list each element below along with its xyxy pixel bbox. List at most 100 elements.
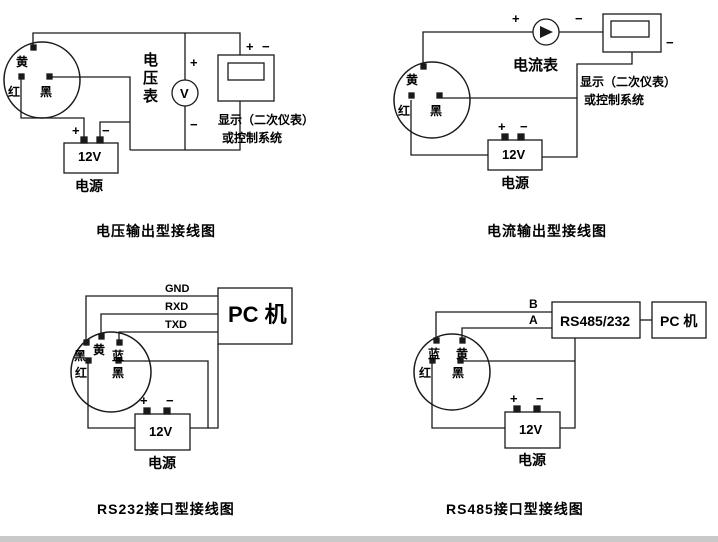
- voltage-terminal-red: [18, 73, 25, 80]
- rs485-power-terminal-plus: [513, 405, 521, 413]
- rs485-pc-box: [651, 301, 707, 339]
- voltage-power-plus-sign: +: [72, 123, 80, 138]
- voltage-display-note-line1: 显示（二次仪表）: [218, 113, 315, 127]
- current-power-value: 12V: [502, 147, 526, 162]
- rs232-wire-pc-ground: [208, 344, 219, 429]
- voltmeter-symbol: V: [180, 86, 189, 101]
- voltage-wire-power-minus: [99, 121, 130, 137]
- voltage-diagram-title: 电压输出型接线图: [96, 223, 216, 239]
- rs485-wire-red: [431, 363, 505, 429]
- rs485-pin-label-a: A: [529, 313, 538, 327]
- rs232-power-plus-sign: +: [140, 393, 148, 408]
- ammeter-circle: [532, 18, 560, 46]
- rs232-wire-label-black: 黑: [112, 366, 125, 380]
- voltage-wire-label-red: 红: [8, 85, 21, 99]
- rs485-power-terminal-minus: [533, 405, 541, 413]
- current-diagram-title: 电流输出型接线图: [487, 223, 607, 239]
- current-power-terminal-minus: [517, 133, 525, 141]
- current-display-note-line1: 显示（二次仪表）: [580, 75, 677, 89]
- rs485-sensor-body: [413, 333, 491, 411]
- rs232-pc-label: PC 机: [228, 302, 287, 327]
- rs232-power-minus-sign: −: [166, 393, 174, 408]
- current-power-box: [487, 139, 543, 171]
- voltage-power-terminal-plus: [80, 136, 88, 144]
- voltage-display-box: [217, 54, 275, 102]
- rs232-pin-label-rxd: RXD: [165, 301, 189, 313]
- current-wire-label-black: 黑: [430, 104, 443, 118]
- voltage-power-box: [63, 142, 119, 174]
- rs485-converter-box: [551, 301, 641, 339]
- rs485-converter-label: RS485/232: [560, 313, 631, 329]
- rs485-wire-return: [560, 338, 576, 429]
- ammeter-minus-sign: −: [575, 11, 583, 26]
- current-display-note-line2: 或控制系统: [584, 93, 645, 107]
- current-wire-signal: [422, 31, 533, 66]
- rs232-terminal-blue: [116, 339, 123, 346]
- voltage-display-plus-sign: +: [246, 39, 254, 54]
- rs232-wire-rxd: [100, 313, 218, 334]
- current-wire-red: [410, 100, 488, 156]
- rs232-pc-box: [217, 287, 293, 345]
- rs485-wire-b: [435, 311, 552, 340]
- voltage-power-terminal-minus: [96, 136, 104, 144]
- rs232-wire-red: [87, 363, 135, 429]
- current-terminal-black: [436, 92, 443, 99]
- voltage-display-note-line2: 或控制系统: [222, 131, 283, 145]
- voltage-wire-return: [130, 101, 241, 151]
- rs232-wire-label-blue: 蓝: [112, 349, 125, 363]
- voltage-wire-red: [20, 79, 85, 137]
- rs232-wire-txd: [118, 331, 218, 340]
- voltage-power-minus-sign: −: [102, 123, 110, 138]
- rs232-power-value: 12V: [149, 424, 173, 439]
- current-wire-label-red: 红: [398, 104, 411, 118]
- voltmeter-label: 电压表: [141, 52, 158, 106]
- rs485-wire-label-blue: 蓝: [428, 347, 441, 361]
- voltage-display-minus-sign: −: [262, 39, 270, 54]
- rs232-terminal-black-top: [83, 339, 90, 346]
- current-display-box: [602, 13, 662, 53]
- voltmeter-circle: [171, 79, 199, 107]
- rs485-diagram-title: RS485接口型接线图: [446, 501, 584, 517]
- rs485-pc-label: PC 机: [660, 313, 698, 329]
- voltage-wire-label-yellow: 黄: [16, 55, 29, 69]
- ammeter-arrow-icon: [540, 26, 553, 38]
- current-diagram-shapes: [393, 13, 662, 171]
- current-power-plus-sign: +: [498, 119, 506, 134]
- voltage-sensor-body: [3, 41, 81, 119]
- rs232-diagram-shapes: [70, 287, 293, 451]
- rs232-power-box: [134, 413, 191, 451]
- current-terminal-red: [408, 92, 415, 99]
- rs485-power-value: 12V: [519, 422, 543, 437]
- voltage-wire-signal: [32, 32, 241, 55]
- current-power-terminal-plus: [501, 133, 509, 141]
- rs232-wire-gnd: [85, 295, 218, 340]
- voltage-wire-black: [51, 76, 131, 150]
- current-wire-label-yellow: 黄: [406, 73, 419, 87]
- current-wire-return: [542, 52, 633, 158]
- voltage-power-label: 电源: [75, 178, 103, 194]
- rs232-pin-label-gnd: GND: [165, 283, 190, 295]
- rs232-power-terminal-plus: [143, 407, 151, 415]
- rs232-wire-label-red: 红: [75, 366, 88, 380]
- rs485-power-label: 电源: [518, 452, 546, 468]
- voltage-wire-label-black: 黑: [40, 85, 53, 99]
- scan-edge-strip: [0, 536, 718, 542]
- voltmeter-plus-sign: +: [190, 55, 198, 70]
- rs232-diagram-title: RS232接口型接线图: [97, 501, 235, 517]
- voltage-diagram-shapes: [3, 32, 275, 174]
- voltage-power-value: 12V: [78, 149, 102, 164]
- rs232-pin-label-txd: TXD: [165, 319, 187, 331]
- rs485-wire-label-red: 红: [419, 366, 432, 380]
- rs485-pin-label-b: B: [529, 297, 538, 311]
- voltage-display-screen: [227, 62, 265, 81]
- rs232-power-terminal-minus: [163, 407, 171, 415]
- voltmeter-minus-sign: −: [190, 117, 198, 132]
- rs232-terminal-yellow: [98, 333, 105, 340]
- rs485-power-box: [504, 411, 561, 449]
- rs485-power-minus-sign: −: [536, 391, 544, 406]
- ammeter-plus-sign: +: [512, 11, 520, 26]
- rs485-power-plus-sign: +: [510, 391, 518, 406]
- rs232-terminal-red: [85, 357, 92, 364]
